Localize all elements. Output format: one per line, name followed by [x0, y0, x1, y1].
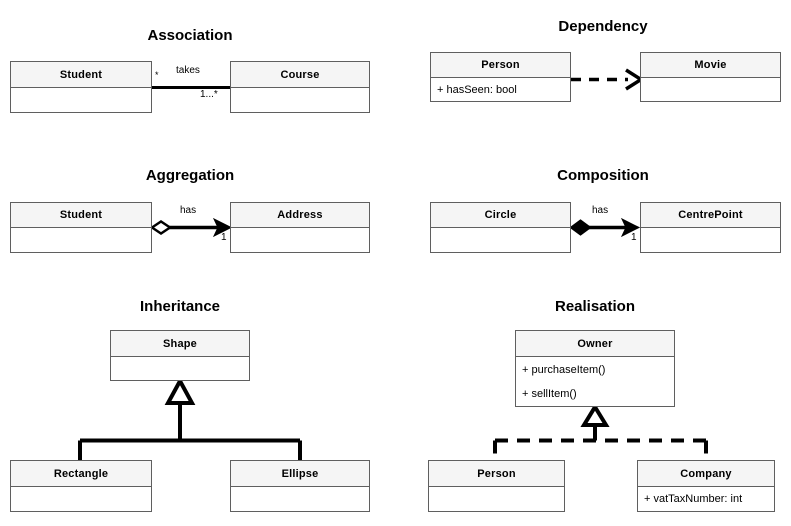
association-edge-label: takes [176, 65, 200, 76]
section-title-realisation: Realisation [554, 298, 636, 315]
class-box-company-realisation[interactable]: Company + vatTaxNumber: int [637, 460, 775, 512]
aggregation-hollow-diamond-icon [149, 220, 173, 235]
class-body-rectangle-inheritance [11, 487, 151, 511]
realisation-hollow-triangle-icon [580, 403, 610, 427]
class-member-sellitem: + sellItem() [522, 388, 577, 400]
class-name-movie-dependency: Movie [641, 53, 780, 78]
class-box-student-association[interactable]: Student [10, 61, 152, 113]
class-name-person-dependency: Person [431, 53, 570, 78]
association-source-multiplicity: * [155, 70, 159, 80]
class-name-person-realisation: Person [429, 461, 564, 487]
class-body-centrepoint-composition [641, 228, 780, 252]
class-member-vattaxnumber: + vatTaxNumber: int [644, 493, 743, 505]
class-body-student-aggregation [11, 228, 151, 252]
composition-filled-diamond-icon [569, 219, 592, 236]
class-name-owner-realisation: Owner [516, 331, 674, 357]
class-body-course-association [231, 88, 369, 112]
class-box-ellipse-inheritance[interactable]: Ellipse [230, 460, 370, 512]
class-name-company-realisation: Company [638, 461, 774, 487]
class-member-hasseen: + hasSeen: bool [437, 83, 517, 96]
class-box-rectangle-inheritance[interactable]: Rectangle [10, 460, 152, 512]
class-name-shape-inheritance: Shape [111, 331, 249, 357]
class-name-circle-composition: Circle [431, 203, 570, 228]
association-target-multiplicity: 1...* [200, 89, 218, 100]
dependency-open-arrow-icon [625, 68, 645, 91]
class-body-address-aggregation [231, 228, 369, 252]
class-name-rectangle-inheritance: Rectangle [11, 461, 151, 487]
inheritance-hollow-triangle-icon [164, 376, 196, 405]
class-box-person-dependency[interactable]: Person + hasSeen: bool [430, 52, 571, 102]
section-title-dependency: Dependency [558, 18, 648, 35]
class-name-ellipse-inheritance: Ellipse [231, 461, 369, 487]
class-box-circle-composition[interactable]: Circle [430, 202, 571, 253]
section-title-aggregation: Aggregation [145, 167, 235, 184]
class-box-course-association[interactable]: Course [230, 61, 370, 113]
class-name-course-association: Course [231, 62, 369, 88]
class-member-purchaseitem: + purchaseItem() [522, 363, 606, 376]
section-title-inheritance: Inheritance [139, 298, 221, 315]
class-box-shape-inheritance[interactable]: Shape [110, 330, 250, 381]
class-box-address-aggregation[interactable]: Address [230, 202, 370, 253]
class-name-student-association: Student [11, 62, 151, 88]
composition-edge-label: has [592, 205, 609, 216]
class-name-address-aggregation: Address [231, 203, 369, 228]
aggregation-target-multiplicity: 1 [221, 232, 227, 243]
class-box-person-realisation[interactable]: Person [428, 460, 565, 512]
class-body-movie-dependency [641, 78, 780, 101]
class-body-company-realisation: + vatTaxNumber: int [638, 487, 774, 511]
class-box-movie-dependency[interactable]: Movie [640, 52, 781, 102]
class-name-centrepoint-composition: CentrePoint [641, 203, 780, 228]
class-body-student-association [11, 88, 151, 112]
composition-target-multiplicity: 1 [631, 232, 637, 243]
class-name-student-aggregation: Student [11, 203, 151, 228]
class-box-student-aggregation[interactable]: Student [10, 202, 152, 253]
section-title-association: Association [147, 27, 233, 44]
class-box-centrepoint-composition[interactable]: CentrePoint [640, 202, 781, 253]
class-body-person-realisation [429, 487, 564, 511]
class-body-circle-composition [431, 228, 570, 252]
class-box-owner-realisation[interactable]: Owner + purchaseItem() + sellItem() [515, 330, 675, 407]
class-body-owner-realisation: + purchaseItem() + sellItem() [516, 357, 674, 406]
class-body-person-dependency: + hasSeen: bool [431, 78, 570, 101]
aggregation-edge-label: has [180, 205, 197, 216]
class-body-ellipse-inheritance [231, 487, 369, 511]
class-body-shape-inheritance [111, 357, 249, 380]
section-title-composition: Composition [557, 167, 649, 184]
